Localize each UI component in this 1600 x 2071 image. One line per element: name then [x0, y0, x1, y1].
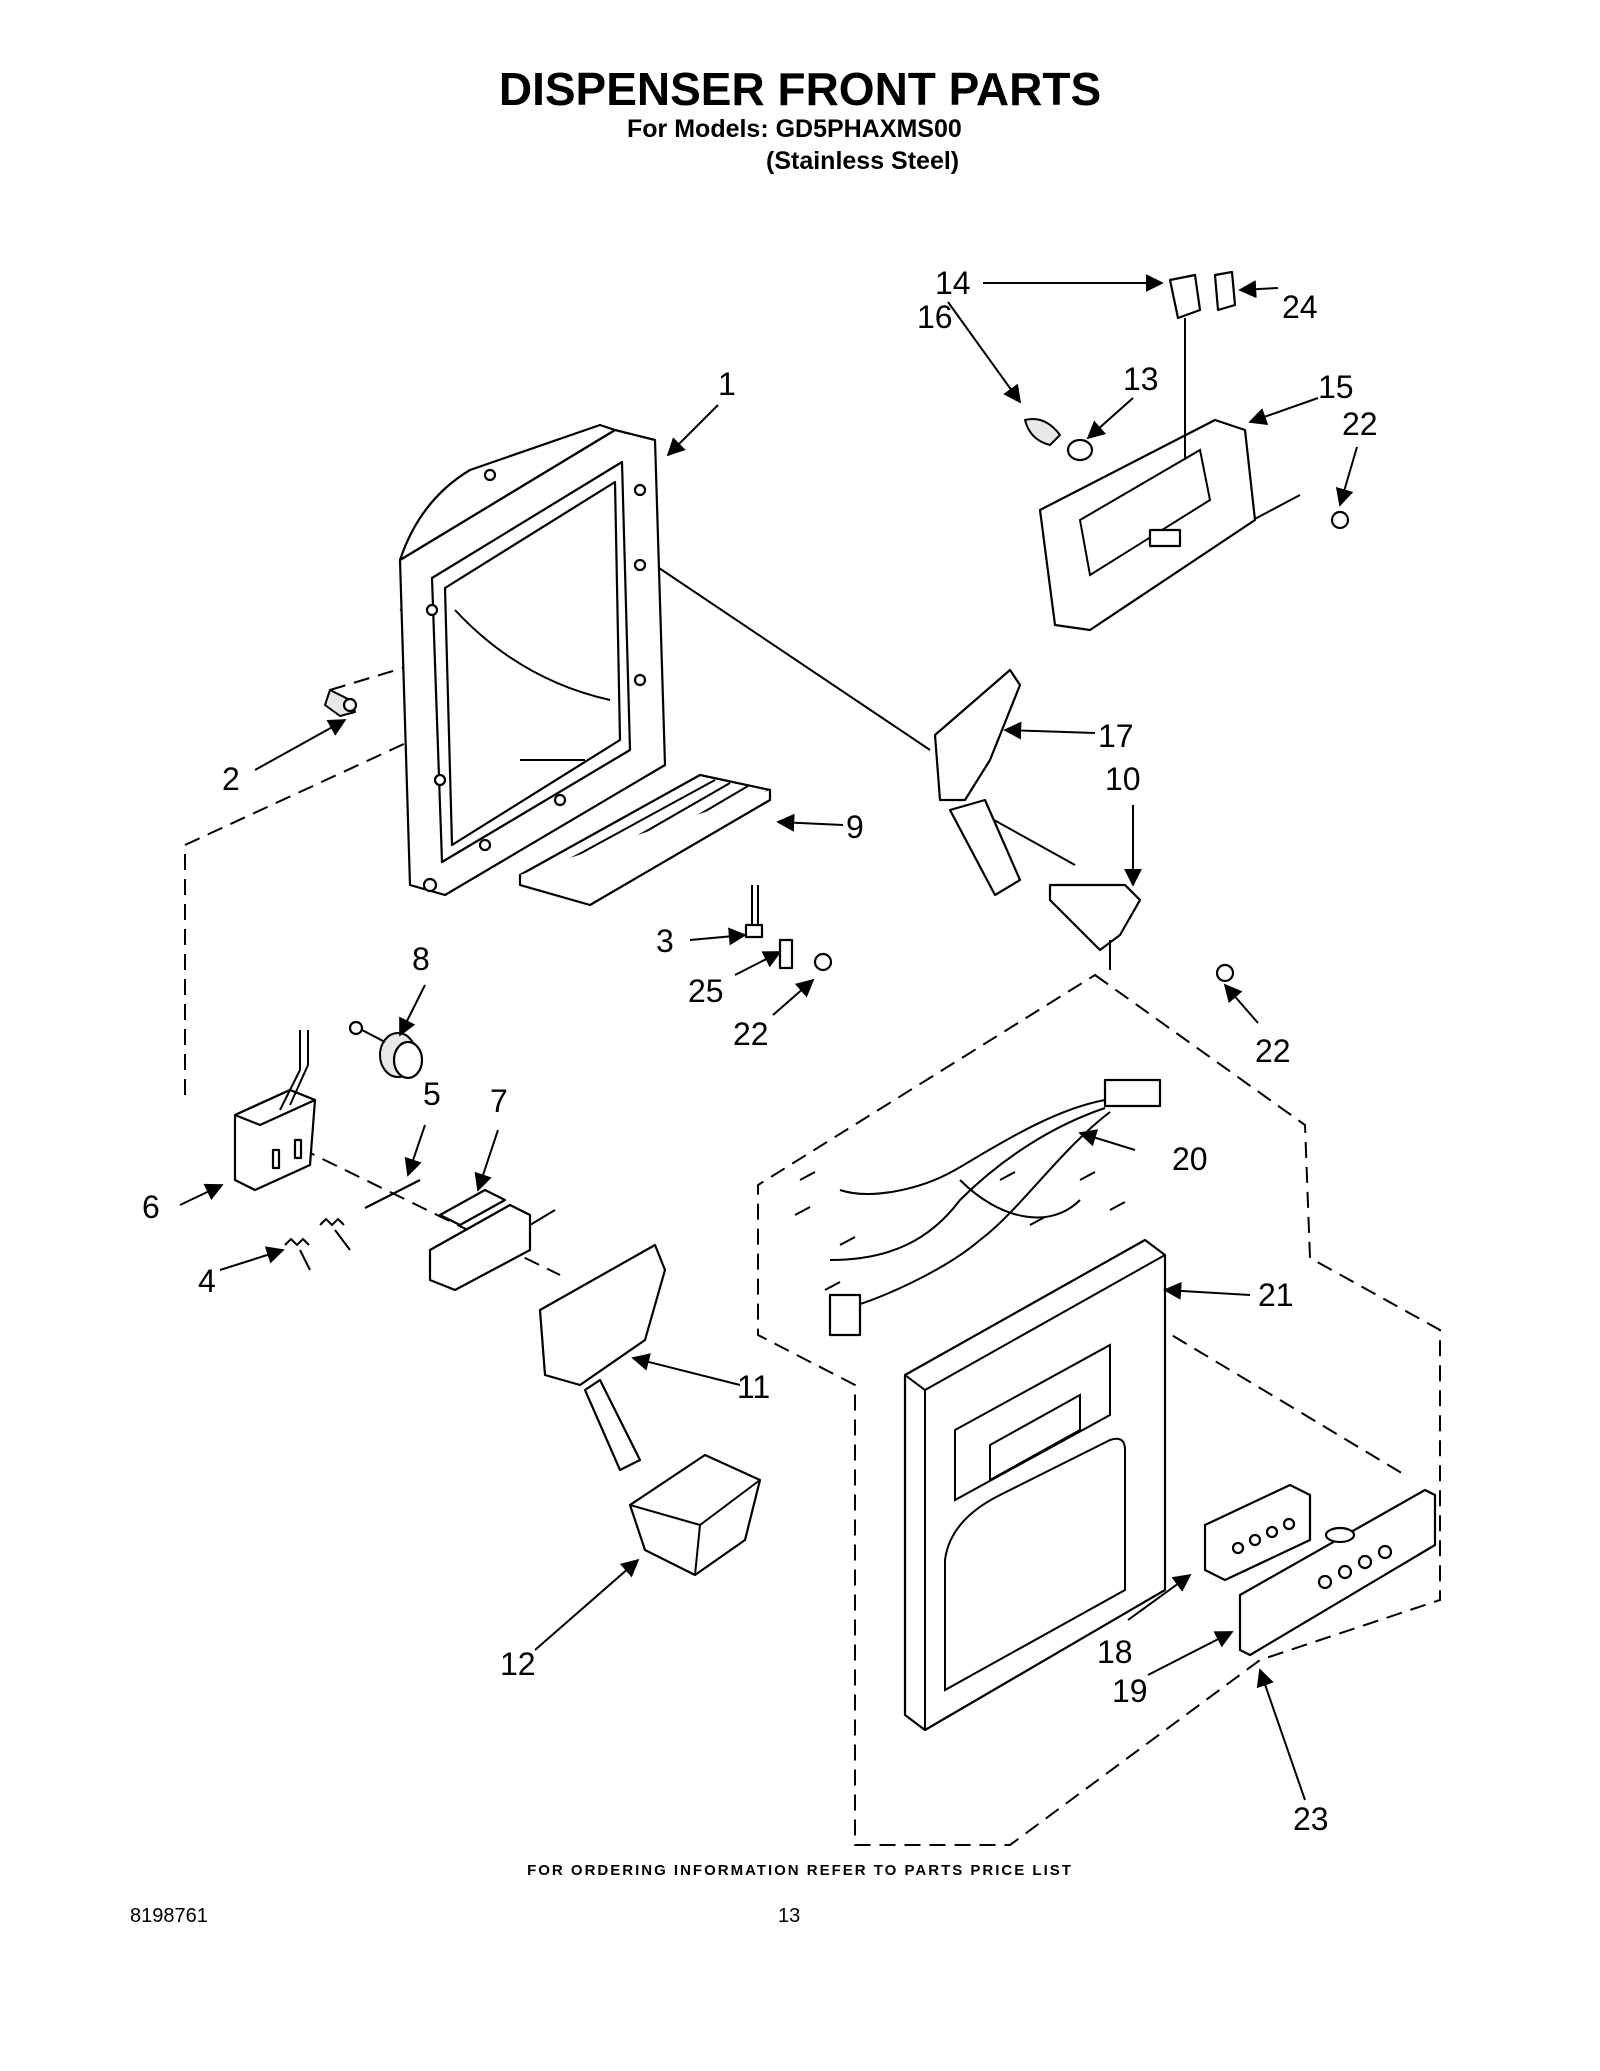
callout-6: 6	[142, 1189, 160, 1225]
part-9-drip-tray	[518, 773, 772, 907]
callout-21: 21	[1258, 1277, 1294, 1313]
part-8-solenoid	[348, 1020, 424, 1080]
part-17-actuator	[933, 668, 1022, 897]
part-19-control-overlay	[1238, 1488, 1437, 1657]
callout-23: 23	[1293, 1801, 1329, 1837]
part-25-clip	[778, 938, 794, 970]
callout-5: 5	[423, 1076, 441, 1112]
callout-25: 25	[688, 973, 724, 1009]
part-12-cup	[628, 1453, 762, 1577]
part-6-module	[233, 1030, 317, 1192]
page-title: DISPENSER FRONT PARTS	[498, 63, 1102, 115]
callout-22-top: 22	[1342, 406, 1378, 442]
callout-15: 15	[1318, 369, 1354, 405]
callout-3: 3	[656, 923, 674, 959]
part-7-bracket	[428, 1188, 556, 1292]
callout-14: 14	[935, 265, 971, 301]
part-15-control-housing	[1038, 418, 1257, 632]
dashed-guide-left	[184, 724, 446, 1095]
callout-20: 20	[1172, 1141, 1208, 1177]
part-5-pin	[364, 1179, 421, 1209]
callout-4: 4	[198, 1263, 216, 1299]
guide-line-10	[984, 814, 1076, 866]
callout-16: 16	[917, 299, 953, 335]
part-2-screw	[324, 689, 358, 717]
part-20-wire-harness	[794, 1078, 1162, 1337]
callout-9: 9	[846, 809, 864, 845]
assembly-boundary-23	[757, 973, 1441, 1846]
part-10-lever	[1048, 883, 1142, 970]
callout-2: 2	[222, 761, 240, 797]
callout-13: 13	[1123, 361, 1159, 397]
part-22-screw-center	[813, 952, 833, 972]
dashed-guide-21-19	[1129, 1309, 1406, 1476]
part-14-switch	[1168, 273, 1202, 320]
part-18-control-board	[1203, 1483, 1312, 1582]
part-24-plate	[1213, 270, 1237, 312]
part-4-springs	[284, 1217, 351, 1271]
part-1-housing	[398, 423, 667, 897]
part-11-paddle	[538, 1243, 667, 1472]
callout-1: 1	[718, 366, 736, 402]
callout-19: 19	[1112, 1673, 1148, 1709]
variant-line: (Stainless Steel)	[766, 147, 960, 175]
callout-17: 17	[1098, 718, 1134, 754]
part-13-bulb	[1066, 438, 1094, 462]
callout-24: 24	[1282, 289, 1318, 325]
ordering-note: FOR ORDERING INFORMATION REFER TO PARTS …	[527, 1862, 1073, 1879]
leader-arrows	[179, 274, 1358, 1801]
models-line: For Models: GD5PHAXMS00	[627, 115, 962, 143]
callout-10: 10	[1105, 761, 1141, 797]
callout-22-right: 22	[1255, 1033, 1291, 1069]
document-number: 8198761	[130, 1905, 208, 1927]
callout-22-center: 22	[733, 1016, 769, 1052]
callout-18: 18	[1097, 1634, 1133, 1670]
part-22-screw-top	[1330, 510, 1350, 530]
callout-8: 8	[412, 941, 430, 977]
callout-12: 12	[500, 1646, 536, 1682]
page-number: 13	[778, 1905, 801, 1927]
part-16-lamp-cover	[1024, 418, 1061, 446]
part-22-screw-right	[1215, 963, 1235, 983]
part-21-front-panel	[903, 1238, 1167, 1732]
part-3-clip	[744, 885, 764, 939]
callout-11: 11	[737, 1369, 770, 1405]
callout-7: 7	[490, 1083, 508, 1119]
